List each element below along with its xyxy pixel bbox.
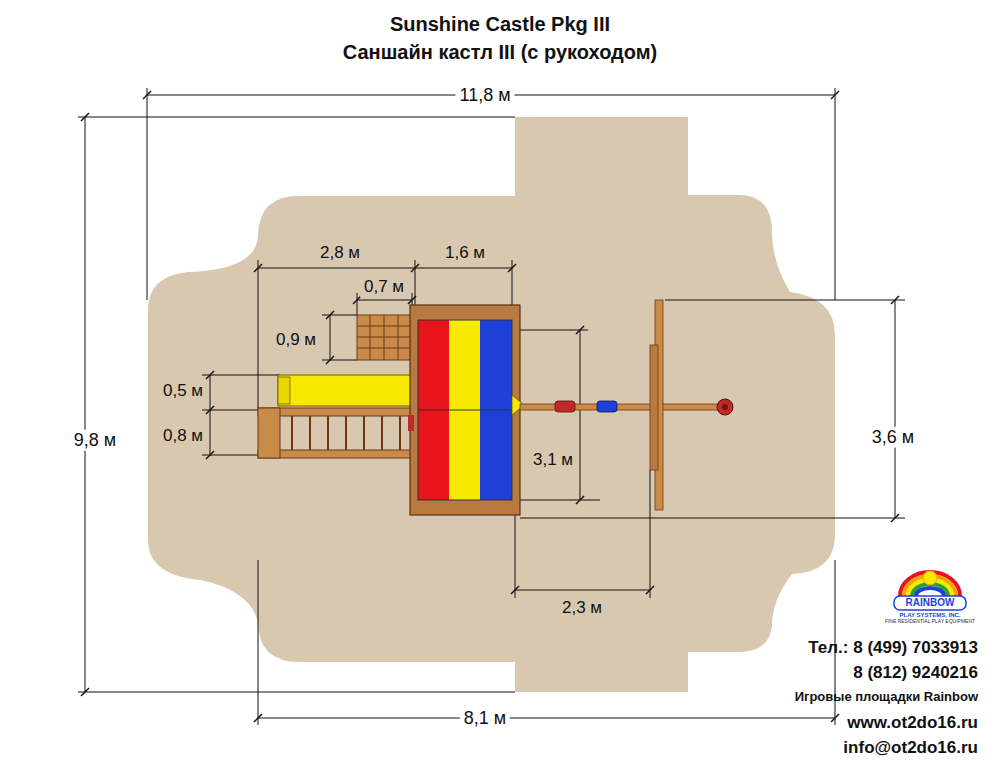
dimension: 0,7 м [360, 277, 408, 297]
contact: www.ot2do16.ru [847, 713, 978, 733]
contact: 8 (812) 9240216 [853, 663, 978, 683]
slide [278, 375, 412, 406]
subtitle: Саншайн кастл III (с рукоходом) [343, 41, 657, 64]
contact: Игровые площадки Rainbow [795, 690, 978, 705]
dimension: 1,6 м [441, 243, 489, 263]
ladder-rung [345, 416, 347, 450]
dimension: 9,8 м [70, 430, 120, 451]
ladder-rung [327, 416, 329, 450]
title: Sunshine Castle Pkg III [390, 13, 610, 36]
dimension: 0,5 м [159, 381, 207, 401]
ladder-rung [291, 416, 293, 450]
logo-text: PLAY SYSTEMS, INC. [899, 612, 960, 619]
logo-text: RAINBOW [906, 597, 955, 609]
dimension: 11,8 м [455, 85, 514, 106]
dimension: 2,8 м [316, 243, 364, 263]
contact: Тел.: 8 (499) 7033913 [808, 638, 978, 658]
dimension: 2,3 м [558, 598, 606, 618]
ladder-rung [399, 416, 401, 450]
tower [408, 305, 524, 515]
ladder-rungs [292, 416, 400, 450]
dimension: 3,6 м [868, 427, 918, 448]
dimension: 8,1 м [460, 708, 510, 729]
rainbow-logo [894, 571, 966, 610]
ladder-rung [309, 416, 311, 450]
dimension-lines [78, 88, 905, 725]
ladder-rung [363, 416, 365, 450]
cargo-net [357, 315, 412, 360]
contact: info@ot2do16.ru [843, 738, 978, 758]
ladder-rung [381, 416, 383, 450]
ladder [258, 408, 412, 458]
logo-text: FINE RESIDENTIAL PLAY EQUIPMENT [885, 619, 975, 625]
dimension: 0,8 м [159, 426, 207, 446]
safety-zone [148, 117, 835, 692]
dimension: 0,9 м [272, 330, 320, 350]
dimension-ticks [81, 91, 899, 722]
dimension: 3,1 м [529, 450, 577, 470]
swing-beam [520, 300, 733, 510]
